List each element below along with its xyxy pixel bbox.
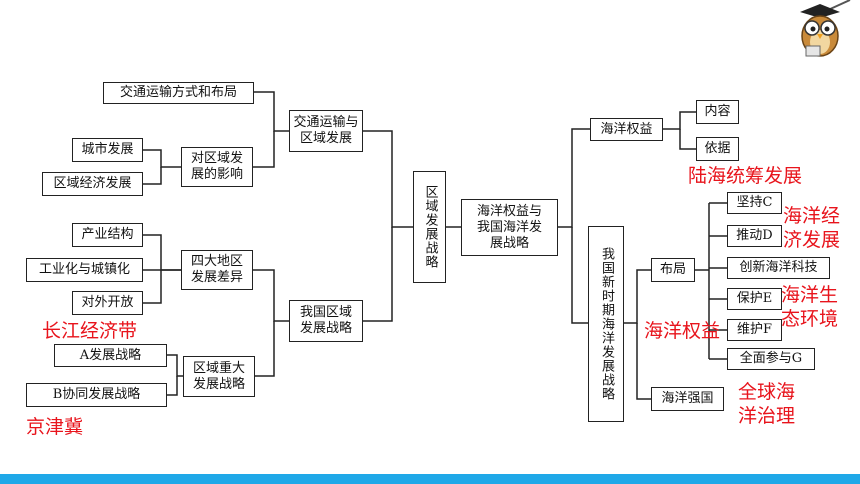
node-content: 内容	[696, 100, 739, 124]
node-transport-and-region: 交通运输与 区域发展	[289, 110, 363, 152]
connector-line	[624, 269, 651, 324]
node-industry-structure: 产业结构	[72, 223, 143, 247]
annotation-marine-economy: 海洋经 济发展	[783, 205, 841, 251]
connector-line	[167, 354, 183, 377]
node-industrialization: 工业化与城镇化	[26, 258, 143, 282]
annotation-marine-rights: 海洋权益	[644, 320, 721, 342]
node-new-era-maritime-strategy: 我国新时期海洋发展战略	[588, 226, 624, 422]
connector-line	[363, 130, 413, 228]
connector-line	[636, 323, 651, 400]
node-regional-economy: 区域经济发展	[42, 172, 143, 196]
node-protect-e: 保护E	[727, 288, 782, 310]
node-four-regions: 四大地区 发展差异	[181, 250, 253, 290]
node-strategy-a: A发展战略	[54, 344, 167, 367]
node-maritime-rights: 海洋权益	[590, 118, 663, 141]
node-our-regional-strategy: 我国区域 发展战略	[289, 300, 363, 342]
annotation-yangtze: 长江经济带	[42, 320, 138, 342]
node-basis: 依据	[696, 137, 739, 161]
connector-line	[143, 234, 181, 271]
node-strategy-b: B协同发展战略	[26, 383, 167, 407]
node-city-development: 城市发展	[72, 138, 143, 162]
node-opening-up: 对外开放	[72, 291, 143, 315]
connector-line	[167, 376, 178, 396]
owl-teacher-icon	[800, 0, 851, 57]
connector-line	[558, 128, 590, 228]
connector-line	[254, 91, 289, 132]
connector-line	[363, 227, 393, 322]
annotation-jingjinji: 京津冀	[26, 416, 84, 438]
connector-line	[253, 269, 289, 322]
annotation-land-sea: 陆海统筹发展	[688, 165, 803, 187]
connector-line	[663, 111, 696, 130]
node-maintain-f: 维护F	[727, 319, 782, 341]
node-regional-development-strategy: 区域发展战略	[413, 171, 446, 283]
connector-line	[253, 131, 275, 168]
annotation-marine-ecology: 海洋生 态环境	[781, 284, 839, 330]
node-impact-on-region: 对区域发 展的影响	[181, 147, 253, 187]
node-promote-d: 推动D	[727, 225, 782, 247]
node-transport-layout: 交通运输方式和布局	[103, 82, 254, 104]
node-innovate-tech: 创新海洋科技	[727, 257, 830, 279]
connector-line	[143, 270, 162, 304]
connector-line	[679, 129, 696, 150]
node-insist-c: 坚持C	[727, 192, 782, 214]
connector-line	[143, 167, 162, 185]
node-key-strategy: 区域重大 发展战略	[183, 356, 255, 397]
annotation-global-ocean: 全球海 洋治理	[738, 381, 796, 427]
node-layout: 布局	[651, 258, 695, 282]
connector-line	[255, 321, 275, 377]
accent-bar	[0, 474, 860, 484]
connector-line	[143, 149, 181, 168]
node-maritime-rights-strategy: 海洋权益与 我国海洋发 展战略	[461, 199, 558, 256]
node-participate-g: 全面参与G	[727, 348, 815, 370]
node-maritime-power: 海洋强国	[651, 387, 724, 411]
connector-line	[571, 227, 588, 324]
